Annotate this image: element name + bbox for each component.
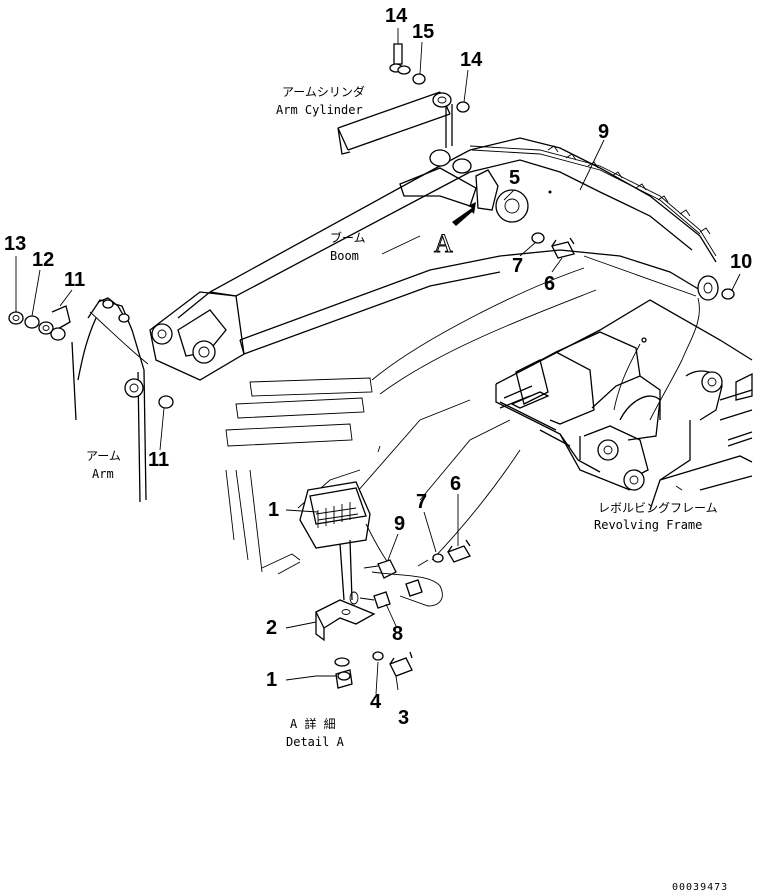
connector-9-and-8	[349, 559, 443, 609]
detail-a-label-jp: A 詳 細	[290, 716, 336, 731]
callout-13: 13	[4, 233, 26, 255]
callout-1-lamp: 1	[268, 499, 279, 521]
callout-12: 12	[32, 249, 54, 271]
washers-13-12-11	[8, 305, 71, 341]
view-marker-a: A	[434, 229, 453, 258]
revolving-frame-label-jp: レボルビングフレーム	[598, 501, 718, 515]
callout-11-left: 11	[64, 269, 85, 291]
arm-drawing	[71, 297, 174, 503]
boom-label-jp: ブーム	[330, 230, 366, 245]
view-arrow-icon	[452, 202, 476, 226]
boom-bolt-washer	[531, 232, 575, 259]
detail-spacer-1	[334, 657, 353, 689]
part-number: 00039473	[672, 882, 728, 893]
callout-7-detail: 7	[416, 491, 427, 513]
detail-bolt-3-washer-4	[372, 651, 413, 691]
callout-7-boom: 7	[512, 255, 523, 277]
revolving-frame-drawing	[495, 299, 753, 511]
callout-4: 4	[370, 691, 382, 713]
detail-a-label-en: Detail A	[286, 735, 345, 749]
callout-14-top: 14	[385, 5, 408, 27]
callout-9-detail: 9	[394, 513, 405, 535]
callout-10: 10	[730, 251, 752, 273]
callout-8: 8	[392, 623, 403, 645]
callout-14-right: 14	[460, 49, 483, 71]
arm-cylinder-label-en: Arm Cylinder	[276, 103, 363, 117]
arm-cylinder-label-jp: アームシリンダ	[282, 84, 365, 99]
callout-2: 2	[266, 617, 277, 639]
boom-drawing	[149, 137, 719, 381]
callout-9-boom: 9	[598, 121, 609, 143]
washer-10	[721, 288, 735, 300]
revolving-frame-label-en: Revolving Frame	[594, 518, 702, 532]
boom-label-en: Boom	[330, 249, 359, 263]
callout-6-detail: 6	[450, 473, 461, 495]
arm-label-en: Arm	[92, 467, 114, 481]
callout-1-spacer: 1	[266, 669, 277, 691]
callout-5: 5	[509, 167, 520, 189]
callout-11-arm: 11	[148, 449, 169, 471]
leader-lines	[15, 28, 741, 695]
callout-6-boom: 6	[544, 273, 555, 295]
arm-label-jp: アーム	[86, 449, 121, 463]
detail-guide-lines	[225, 267, 597, 575]
callout-3: 3	[398, 707, 409, 729]
pin-14-and-washer-15	[389, 43, 470, 113]
arm-cylinder-drawing	[337, 91, 453, 155]
work-lamp-drawing	[299, 481, 393, 601]
detail-bolt-6-washer-7	[417, 539, 471, 567]
lamp-bracket-2	[315, 599, 376, 642]
callout-15: 15	[412, 21, 434, 43]
